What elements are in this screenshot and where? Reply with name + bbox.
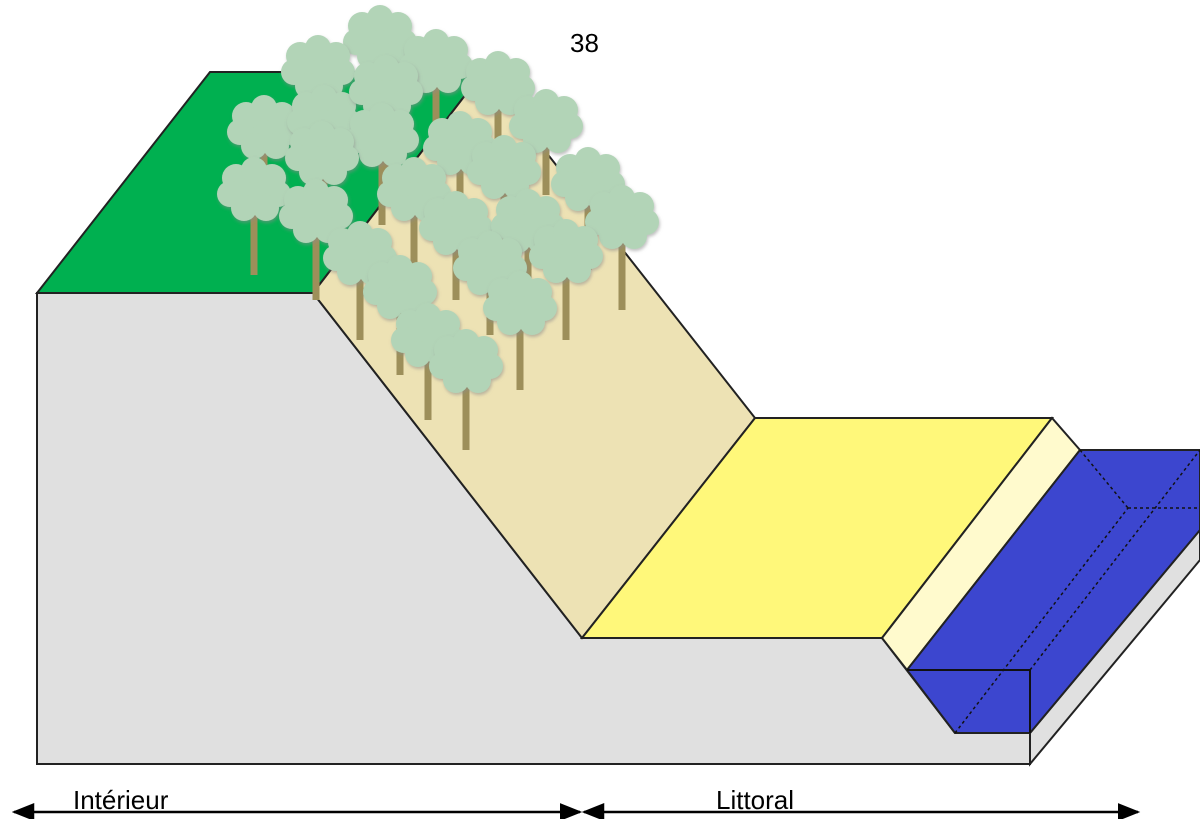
tree-trunk: [250, 190, 258, 275]
tree-crown: [551, 147, 625, 211]
tree-crown: [529, 219, 603, 283]
tree-icon: [461, 51, 535, 160]
tree-crown: [461, 51, 535, 115]
tree-trunk: [562, 252, 570, 340]
tree-icon: [345, 103, 419, 225]
tree-crown: [343, 5, 417, 69]
tree-trunk: [516, 304, 524, 390]
tree-trunk: [618, 218, 626, 310]
tree-icon: [217, 157, 291, 275]
tree-trunk: [456, 144, 464, 230]
page-number: 38: [570, 28, 599, 58]
tree-icon: [529, 219, 603, 340]
tree-crown: [429, 329, 503, 393]
tree-trunk: [378, 136, 386, 225]
tree-icon: [467, 135, 541, 240]
tree-icon: [429, 329, 503, 450]
tree-trunk: [462, 362, 470, 450]
tree-icon: [279, 179, 353, 300]
tree-crown: [363, 255, 437, 319]
tree-trunk: [542, 122, 550, 195]
tree-trunk: [312, 212, 320, 300]
tree-crown: [285, 121, 359, 185]
coastal-zone-label: Littoral: [716, 785, 795, 815]
water-hidden-edge: [1029, 449, 1200, 671]
tree-crown: [279, 179, 353, 243]
tree-crown: [483, 271, 557, 335]
forest-group: [217, 5, 659, 450]
tree-icon: [323, 221, 397, 340]
tree-trunk: [524, 222, 532, 305]
tree-icon: [343, 5, 417, 120]
tree-trunk: [432, 62, 440, 150]
tree-trunk: [424, 336, 432, 420]
tree-crown: [399, 29, 473, 93]
tree-icon: [585, 185, 659, 310]
tree-crown: [217, 157, 291, 221]
tree-icon: [399, 29, 473, 150]
tree-crown: [419, 191, 493, 255]
tree-crown: [467, 135, 541, 199]
water-hidden-edge: [1079, 449, 1129, 509]
tree-trunk: [356, 254, 364, 340]
tree-trunk: [494, 84, 502, 160]
interior-zone-label: Intérieur: [73, 785, 169, 815]
water-hidden-edge: [954, 507, 1129, 734]
tree-icon: [483, 271, 557, 390]
tree-trunk: [410, 190, 418, 270]
tree-icon: [551, 147, 625, 270]
tree-crown: [585, 185, 659, 249]
